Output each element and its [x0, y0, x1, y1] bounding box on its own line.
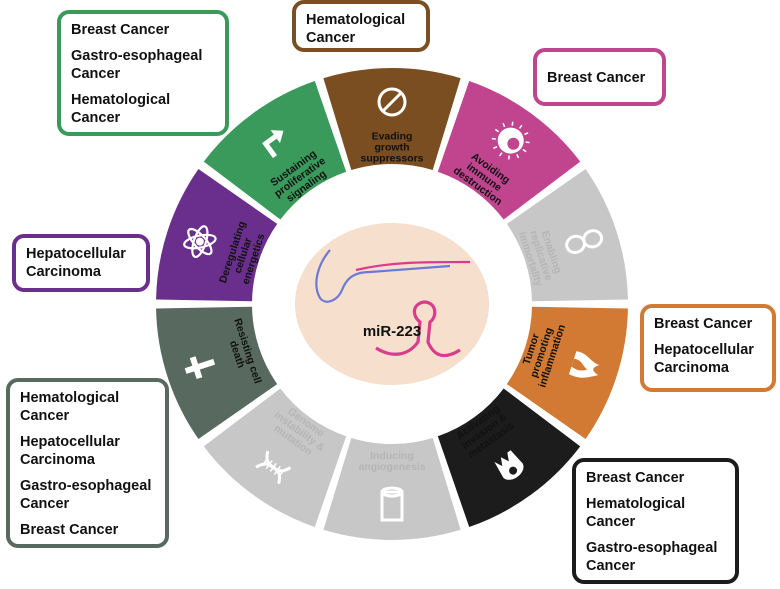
segment-label-line: Evading	[372, 131, 413, 143]
cancer-type: Hematological Cancer	[71, 92, 171, 126]
segment-energetics	[156, 168, 278, 302]
vessel-icon	[380, 486, 404, 522]
cancer-type: Hematological Cancer	[20, 390, 120, 424]
cancer-box-immune: Breast Cancer	[533, 48, 666, 106]
cancer-type: Hepatocellular Carcinoma	[26, 246, 126, 280]
cancer-type: Hepatocellular Carcinoma	[20, 434, 120, 468]
infinity-icon	[565, 229, 604, 254]
no-entry-icon	[377, 87, 407, 117]
segment-death	[156, 306, 278, 440]
dna-icon	[255, 450, 292, 485]
cancer-type: Hepatocellular Carcinoma	[654, 342, 754, 376]
segment-label-line: growth	[375, 142, 410, 154]
segment-proliferative	[203, 80, 347, 220]
cancer-box-energetics: Hepatocellular Carcinoma	[12, 234, 150, 292]
cancer-type: Breast Cancer	[20, 522, 119, 538]
center-disc: miR-223	[295, 223, 489, 385]
center-label: miR-223	[363, 323, 421, 340]
cancer-type: Gastro-esophageal Cancer	[586, 540, 718, 574]
atom-icon	[183, 225, 217, 259]
cancer-type: Breast Cancer	[654, 316, 753, 332]
segment-inflammation	[506, 306, 628, 440]
flame-icon	[568, 351, 600, 378]
immune-cell-icon	[491, 121, 530, 160]
rna-blue-strand	[315, 249, 451, 303]
cancer-type: Hematological Cancer	[586, 496, 686, 530]
segment-immortality	[506, 168, 628, 302]
cross-icon	[184, 356, 216, 380]
segment-genome	[203, 388, 347, 528]
segment-label-line: Inducing	[370, 450, 414, 462]
wheel-segments	[156, 68, 628, 540]
cancer-type: Breast Cancer	[547, 70, 646, 86]
rna-hairpin	[375, 300, 461, 358]
segment-label-line: angiogenesis	[358, 461, 425, 473]
segment-label-immortality: Enablingreplicativeimmortality	[516, 223, 566, 287]
cancer-type: Breast Cancer	[71, 22, 170, 38]
segment-label-line: suppressors	[360, 153, 423, 165]
cancer-box-evading: Hematological Cancer	[292, 0, 430, 52]
arrow-icon	[262, 130, 284, 159]
metastasis-icon	[494, 450, 524, 480]
cancer-type: Gastro-esophageal Cancer	[71, 48, 203, 82]
segment-evading	[323, 68, 461, 171]
rna-pink-strand	[355, 260, 471, 272]
cancer-type: Hematological Cancer	[306, 12, 406, 46]
cancer-type: Breast Cancer	[586, 470, 685, 486]
center-ellipse	[295, 223, 489, 385]
cancer-type: Gastro-esophageal Cancer	[20, 478, 152, 512]
